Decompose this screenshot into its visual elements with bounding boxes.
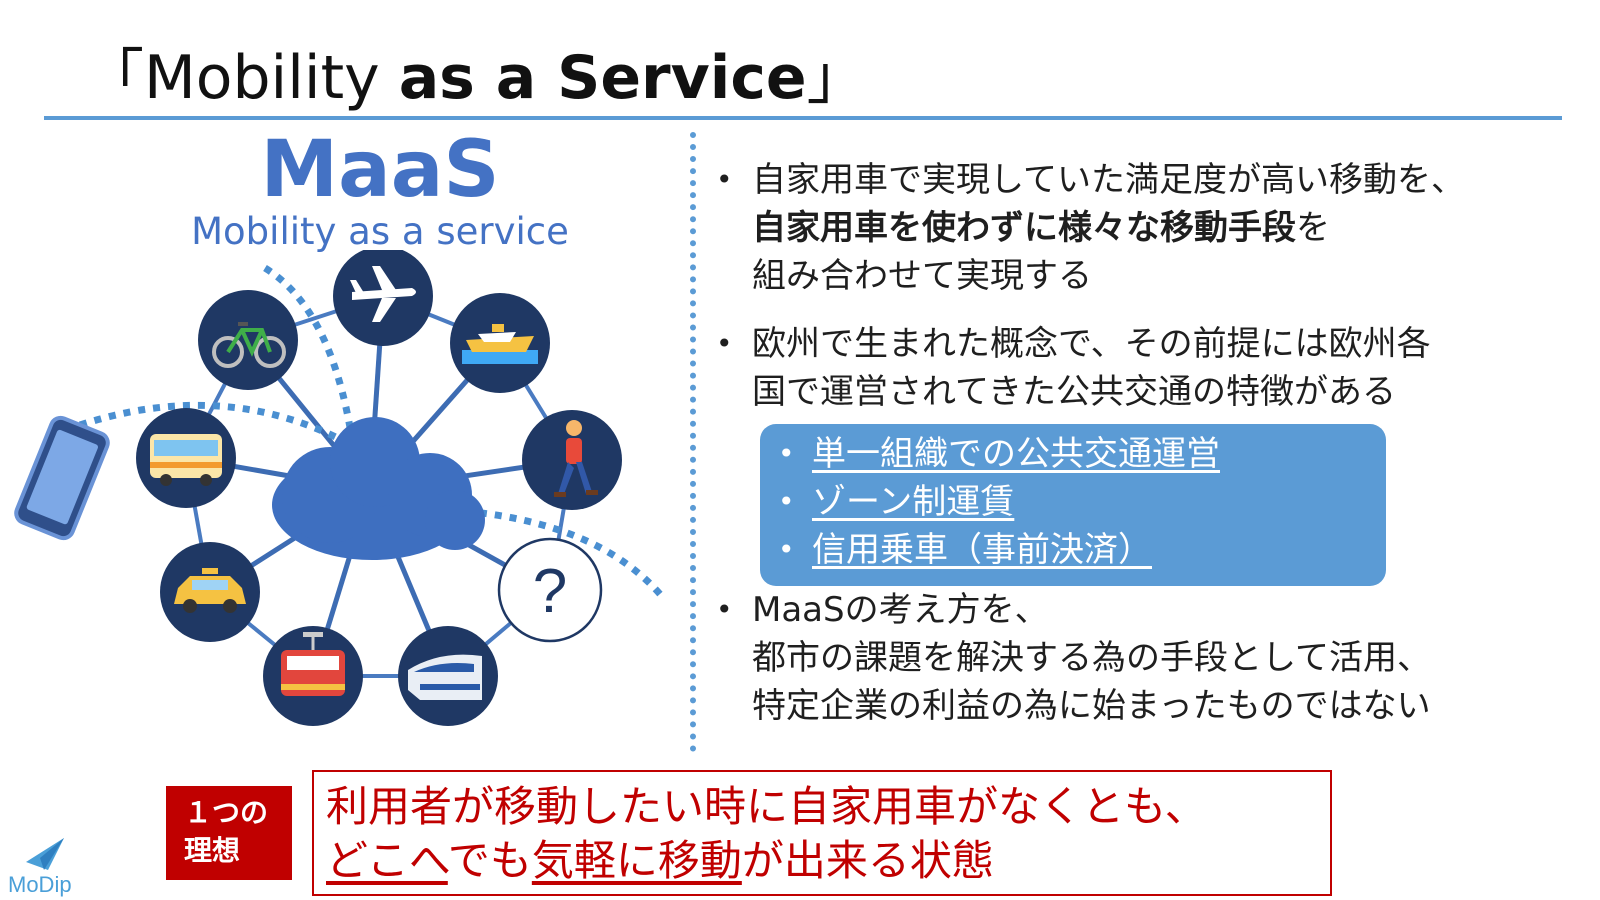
slide-title: 「Mobility as a Service」 (84, 38, 867, 118)
vertical-divider (690, 132, 696, 752)
tram-icon (263, 626, 363, 726)
bullet-train-icon (398, 626, 498, 726)
mobility-diagram: ? (14, 250, 668, 726)
bullet-item: MaaSの考え方を、 都市の課題を解決する為の手段として活用、 特定企業の利益の… (712, 586, 1592, 730)
bus-icon (136, 408, 236, 508)
feature-link[interactable]: 信用乗車（事前決済） (772, 526, 1386, 574)
feature-box: 単一組織での公共交通運営 ゾーン制運賃 信用乗車（事前決済） (760, 424, 1386, 586)
cloud-icon (272, 417, 485, 560)
ship-icon (450, 293, 550, 393)
title-open: 「Mobility (84, 43, 399, 113)
bullet-item: 欧州で生まれた概念で、その前提には欧州各 国で運営されてきた公共交通の特徴がある (712, 320, 1592, 416)
title-rule (44, 116, 1562, 120)
maas-title: MaaS (260, 125, 500, 215)
feature-link[interactable]: ゾーン制運賃 (772, 478, 1386, 526)
maas-subtitle: Mobility as a service (191, 210, 569, 253)
title-bold: as a Service (398, 43, 807, 113)
bicycle-icon (198, 290, 298, 390)
walking-person-icon (522, 410, 622, 510)
question-icon: ? (497, 537, 603, 643)
title-close: 」 (806, 43, 867, 113)
paper-plane-icon (26, 838, 64, 870)
smartphone-icon (14, 415, 110, 541)
feature-link[interactable]: 単一組織での公共交通運営 (772, 430, 1386, 478)
svg-text:?: ? (533, 557, 567, 626)
ideal-statement: 利用者が移動したい時に自家用車がなくとも、 どこへでも気軽に移動が出来る状態 (312, 770, 1332, 896)
ideal-line-1: 利用者が移動したい時に自家用車がなくとも、 (326, 782, 1207, 831)
airplane-icon (333, 250, 433, 346)
logo-text: MoDip (8, 872, 72, 897)
ideal-line-2: どこへでも気軽に移動が出来る状態 (326, 836, 994, 885)
bullet-item: 自家用車で実現していた満足度が高い移動を、 自家用車を使わずに様々な移動手段を … (712, 156, 1592, 300)
taxi-icon (160, 542, 260, 642)
ideal-tag: １つの 理想 (166, 786, 292, 880)
